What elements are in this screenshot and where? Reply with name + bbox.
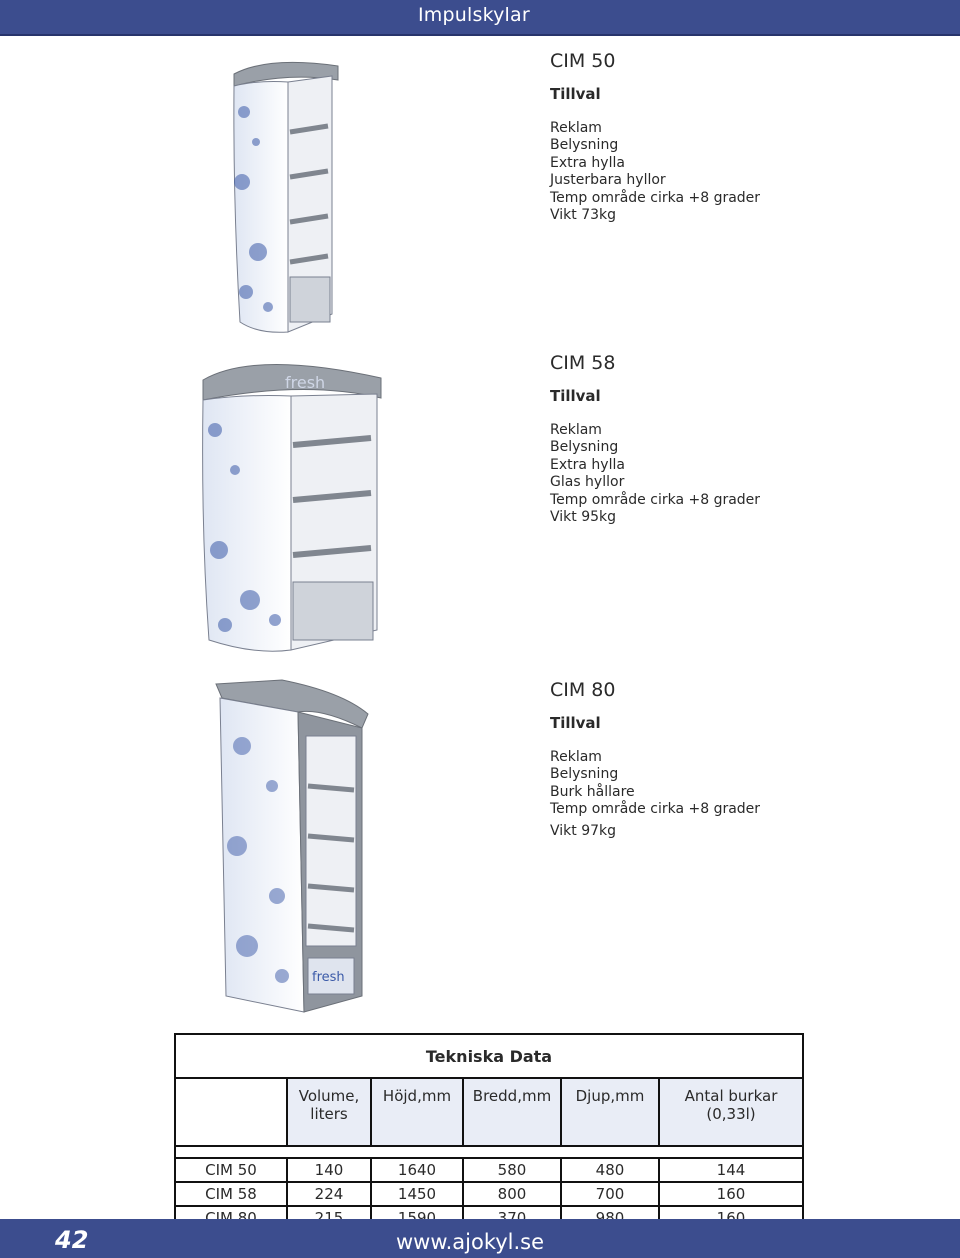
cim-50-product-image [233, 61, 339, 333]
option-item: Justerbara hyllor [550, 172, 666, 188]
column-header-width: Bredd,mm [462, 1077, 562, 1147]
option-item: Reklam [550, 748, 602, 765]
tillval-label: Tillval [550, 714, 601, 732]
option-item: Glas hyllor [550, 474, 625, 490]
table-cell: 480 [560, 1157, 660, 1183]
website-link[interactable]: www.ajokyl.se [396, 1230, 545, 1254]
option-item: Belysning [550, 137, 619, 153]
option-item: Vikt 95kg [550, 509, 617, 525]
header-bar [0, 0, 960, 36]
table-row [174, 1145, 804, 1158]
table-header-blank [174, 1077, 288, 1147]
option-item: Temp område cirka +8 grader [550, 801, 761, 817]
option-item: Vikt 97kg [550, 822, 617, 839]
table-cell: 224 [286, 1181, 372, 1207]
table-cell: CIM 58 [174, 1181, 288, 1207]
table-cell: CIM 50 [174, 1157, 288, 1183]
column-header-volume: Volume,liters [286, 1077, 372, 1147]
cim-80-description: CIM 80 Tillval Reklam Belysning Burk hål… [550, 679, 760, 840]
tech-data-table: Tekniska Data Volume,liters Höjd,mm Bred… [174, 1033, 804, 1231]
tillval-label: Tillval [550, 85, 601, 103]
option-item: Extra hylla [550, 154, 625, 171]
table-cell: 700 [560, 1181, 660, 1207]
cim-80-brand-label: fresh [312, 970, 345, 985]
option-item: Belysning [550, 439, 619, 455]
options-list: Reklam Belysning Burk hållare Temp områd… [550, 749, 760, 841]
table-cell: 144 [658, 1157, 804, 1183]
product-name: CIM 50 [550, 50, 616, 72]
cim-50-description: CIM 50 Tillval Reklam Belysning Extra hy… [550, 50, 760, 225]
table-header-row: Volume,liters Höjd,mm Bredd,mm Djup,mm A… [174, 1077, 804, 1147]
footer-bar [0, 1219, 960, 1258]
table-caption: Tekniska Data [174, 1033, 804, 1079]
tillval-label: Tillval [550, 387, 601, 405]
option-item: Vikt 73kg [550, 207, 617, 223]
cim-58-product-image: fresh [202, 364, 382, 652]
option-item: Temp område cirka +8 grader [550, 491, 761, 508]
column-header-height: Höjd,mm [370, 1077, 464, 1147]
table-row: CIM 58 224 1450 800 700 160 [174, 1181, 804, 1207]
table-cell: 580 [462, 1157, 562, 1183]
table-cell: 140 [286, 1157, 372, 1183]
table-cell: 1450 [370, 1181, 464, 1207]
option-item: Reklam [550, 119, 602, 136]
page-header-title: Impulskylar [418, 4, 530, 26]
option-item: Extra hylla [550, 456, 625, 473]
column-header-cans: Antal burkar(0,33l) [658, 1077, 804, 1147]
table-cell: 800 [462, 1181, 562, 1207]
options-list: Reklam Belysning Extra hylla Justerbara … [550, 120, 760, 225]
cim-58-brand-label: fresh [285, 373, 325, 392]
table-cell: 1640 [370, 1157, 464, 1183]
options-list: Reklam Belysning Extra hylla Glas hyllor… [550, 422, 760, 527]
product-name: CIM 58 [550, 352, 616, 374]
page-number: 42 [55, 1226, 89, 1254]
product-name: CIM 80 [550, 679, 616, 701]
option-item: Belysning [550, 766, 619, 782]
table-row: CIM 50 140 1640 580 480 144 [174, 1157, 804, 1183]
column-header-depth: Djup,mm [560, 1077, 660, 1147]
option-item: Reklam [550, 421, 602, 438]
option-item: Temp område cirka +8 grader [550, 189, 761, 206]
cim-58-description: CIM 58 Tillval Reklam Belysning Extra hy… [550, 352, 760, 527]
cim-80-product-image: fresh [215, 679, 369, 1013]
option-item: Burk hållare [550, 783, 635, 800]
table-cell: 160 [658, 1181, 804, 1207]
